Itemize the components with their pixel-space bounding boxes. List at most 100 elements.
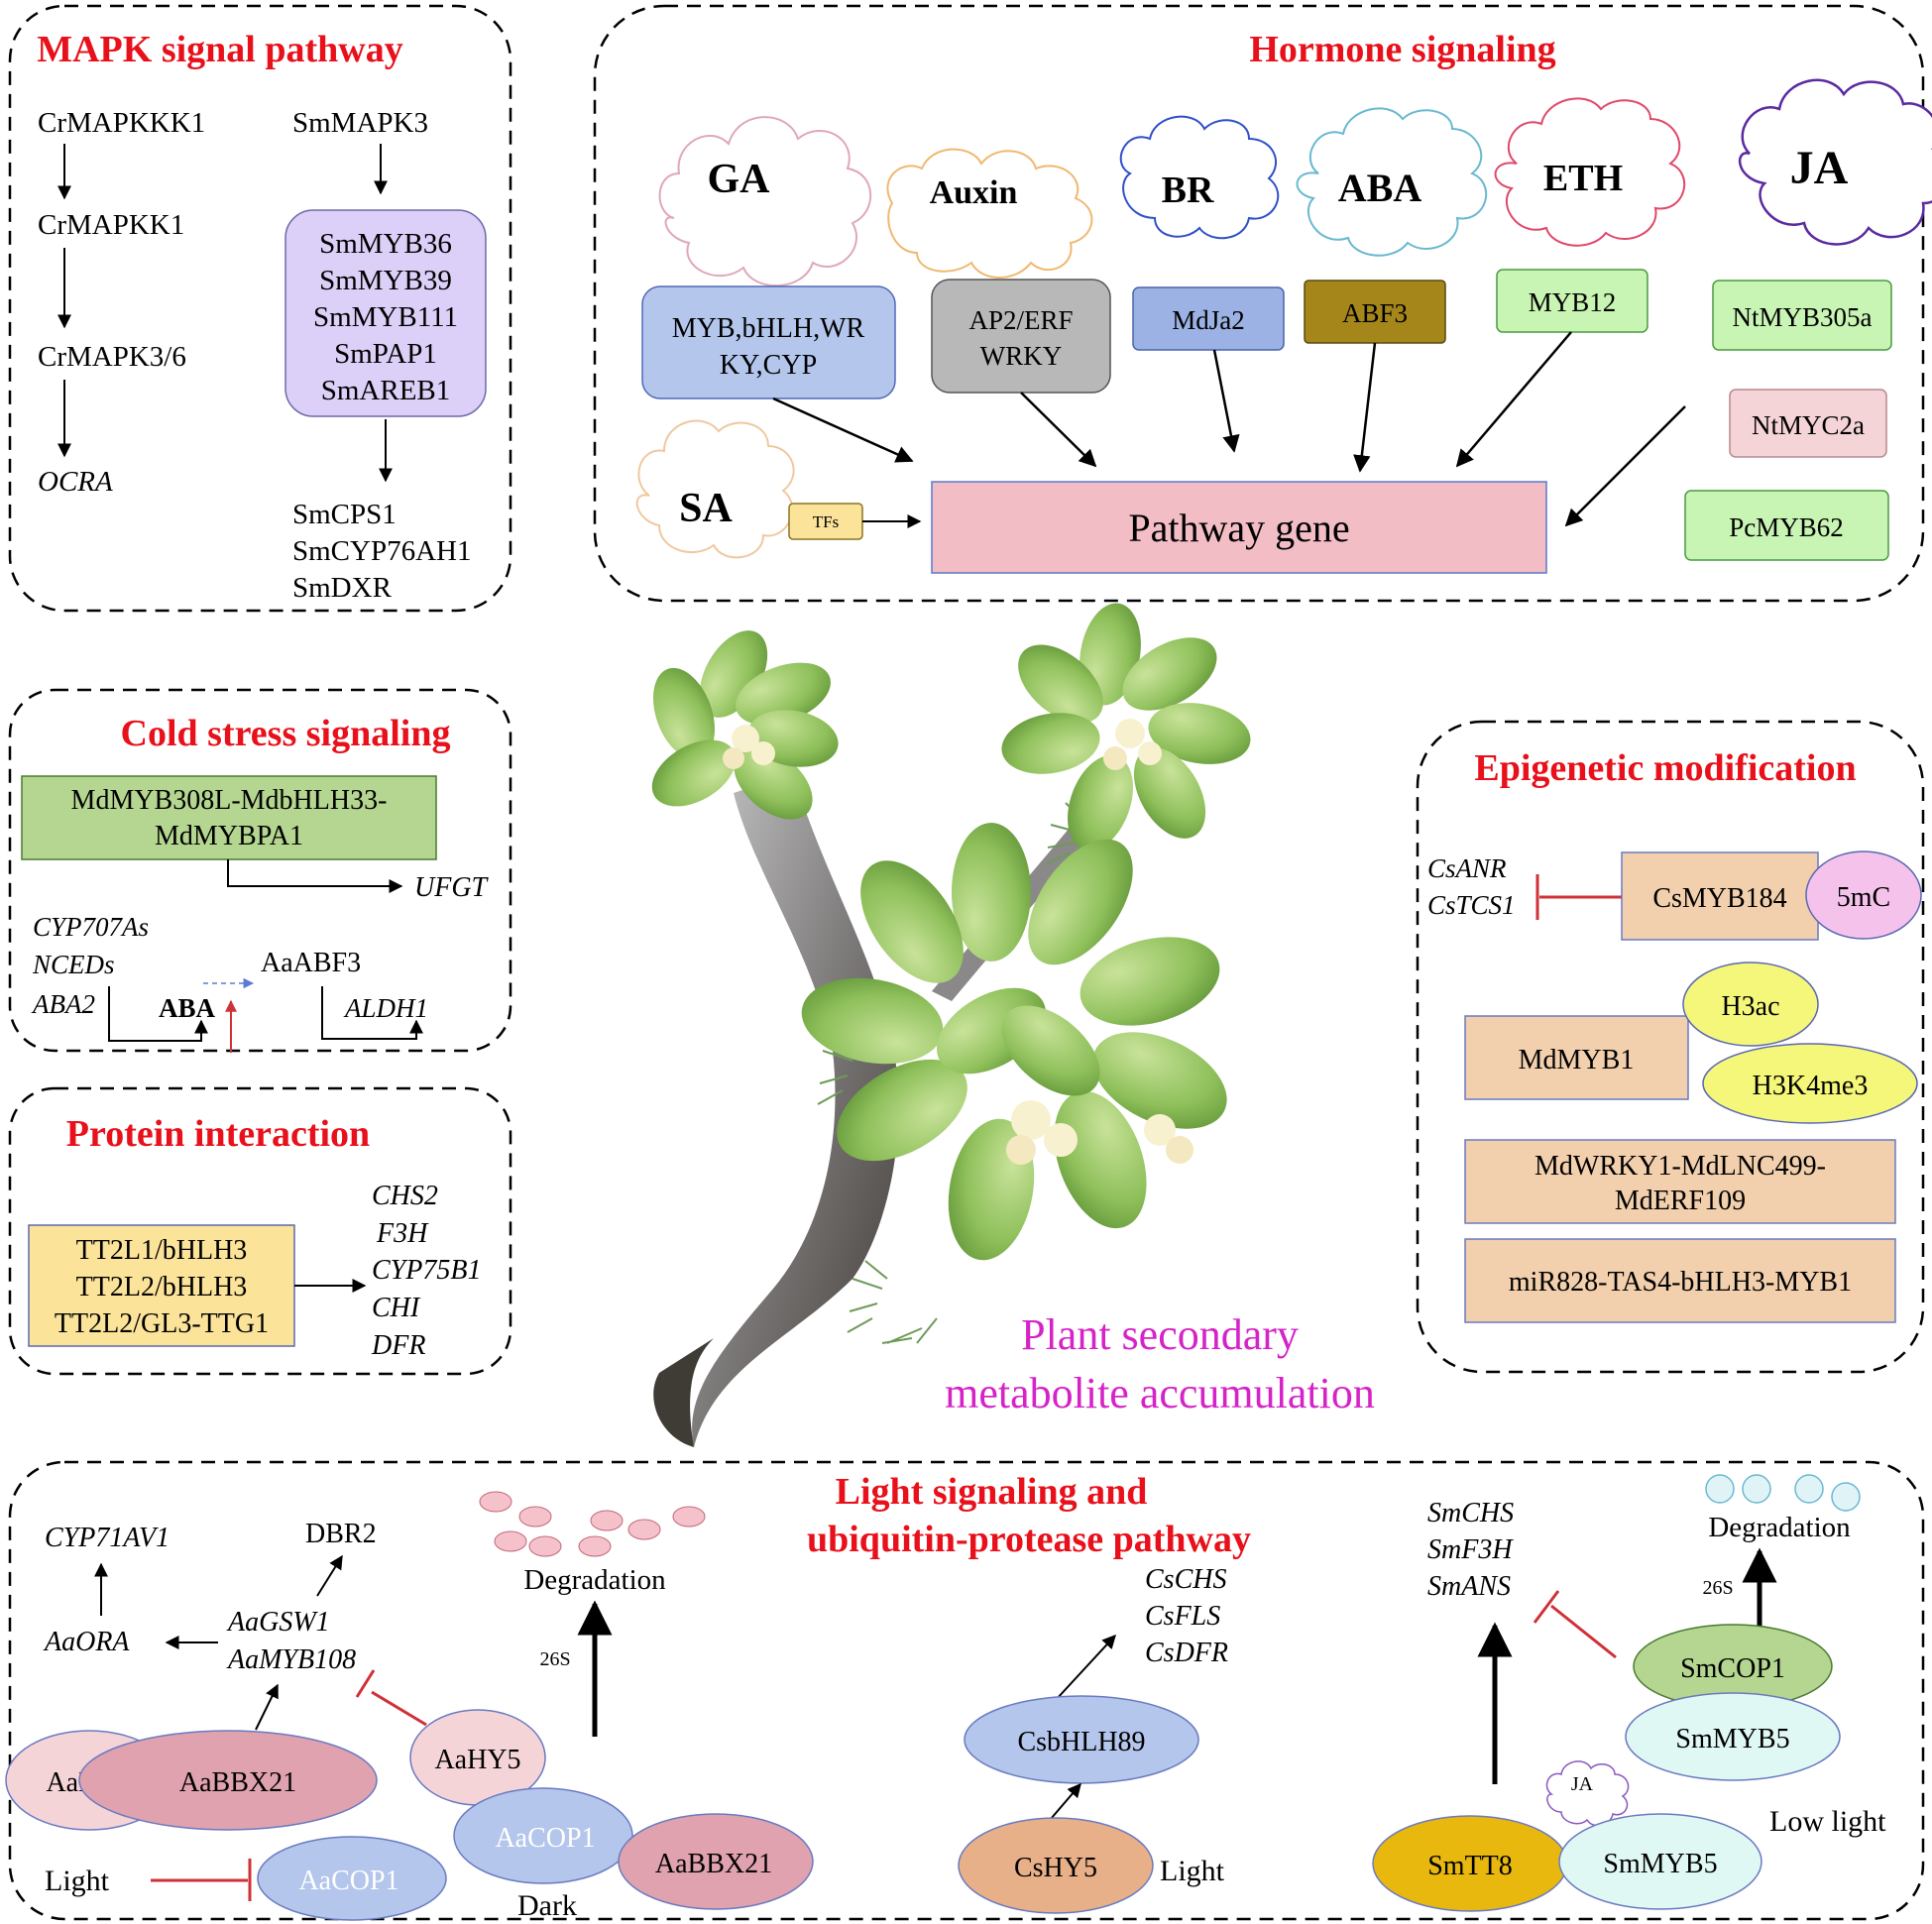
mdwrky1-line2: MdERF109 [1615, 1186, 1746, 1216]
h3k4me3-ellipse [1702, 1043, 1918, 1124]
tfs-label: TFs [813, 512, 839, 531]
aabbx21-ellipse-right [618, 1813, 814, 1910]
nceds-label: NCEDs [32, 950, 115, 979]
aacop1-label-left: AaCOP1 [298, 1866, 398, 1896]
eth-label: ETH [1543, 158, 1623, 199]
aba-hormone-label: ABA [159, 993, 216, 1023]
ufgt-label: UFGT [414, 872, 490, 903]
stem-base [653, 1338, 714, 1447]
tt2l-box [28, 1224, 295, 1347]
ja-label: JA [1790, 142, 1849, 194]
aagsw1-label: AaGSW1 [226, 1607, 330, 1638]
cs-light-label: Light [1160, 1855, 1225, 1887]
f3h-label: F3H [376, 1218, 429, 1249]
cold-border [8, 688, 512, 1053]
smcyp76ah1-label: SmCYP76AH1 [292, 535, 472, 567]
degradation-label-left: Degradation [523, 1564, 666, 1596]
smmyb5-ellipse-bottom [1558, 1813, 1762, 1910]
cyp707as-label: CYP707As [33, 912, 149, 942]
h3ac-label: H3ac [1721, 991, 1779, 1022]
smareb1-label: SmAREB1 [321, 375, 451, 406]
aba-label: ABA [1338, 166, 1422, 210]
crmapk36-label: CrMAPK3/6 [38, 341, 186, 373]
degradation-label-right: Degradation [1708, 1512, 1851, 1543]
pathway-gene-box [931, 481, 1547, 574]
chi-label: CHI [372, 1293, 421, 1323]
smmapk3-label: SmMAPK3 [292, 107, 428, 139]
csfls-label: CsFLS [1145, 1601, 1220, 1632]
light-title-line2: ubiquitin-protease pathway [807, 1519, 1251, 1560]
csanr-label: CsANR [1427, 853, 1507, 883]
mir828-box [1464, 1238, 1896, 1323]
myb12-label: MYB12 [1529, 287, 1617, 317]
degradation-dots-right [1705, 1474, 1861, 1512]
epigenetic-border [1416, 720, 1925, 1374]
cyp71av1-label: CYP71AV1 [45, 1523, 170, 1553]
pcmyb62-box [1684, 490, 1889, 561]
aahy5-inhibit-line [371, 1690, 427, 1727]
cyp75b1-label: CYP75B1 [372, 1255, 481, 1286]
csmyb184-label: CsMYB184 [1652, 883, 1786, 914]
hormone-border [593, 4, 1925, 603]
auxin-tf-box [931, 279, 1111, 394]
top-rosette [1001, 603, 1251, 851]
5mc-label: 5mC [1837, 882, 1890, 913]
mir828-label: miR828-TAS4-bHLH3-MYB1 [1509, 1267, 1852, 1298]
br-label: BR [1162, 170, 1214, 211]
md-complex-box [21, 775, 437, 860]
smcop1-inhibit-line [1550, 1604, 1617, 1659]
eth-cloud: ETH [1494, 97, 1686, 247]
aldh1-label: ALDH1 [343, 993, 428, 1023]
abf3-label: ABF3 [1342, 298, 1408, 328]
tt2l2-label: TT2L2/bHLH3 [76, 1272, 248, 1302]
aacop1-ellipse-left [257, 1836, 447, 1921]
epigenetic-title: Epigenetic modification [1474, 747, 1856, 789]
auxin-cloud: Auxin [886, 148, 1093, 279]
smmyb5-label-bottom: SmMYB5 [1603, 1849, 1717, 1879]
auxin-tf-line2: WRKY [980, 341, 1063, 371]
mapk-border [8, 4, 512, 613]
ja-cloud: JA [1738, 78, 1932, 246]
smcop1-inhibit-bar [1533, 1590, 1560, 1624]
smmyb-box [284, 209, 487, 417]
light-title-line1: Light signaling and [836, 1471, 1148, 1513]
cshy5-label: CsHY5 [1014, 1853, 1097, 1883]
26s-label-right: 26S [1702, 1577, 1733, 1599]
aacop1-label-right: AaCOP1 [495, 1823, 595, 1854]
smchs-label: SmCHS [1427, 1498, 1514, 1528]
dbr2-label: DBR2 [305, 1519, 377, 1549]
26s-label-left: 26S [539, 1648, 570, 1670]
tt2l1-label: TT2L1/bHLH3 [76, 1235, 248, 1266]
low-light-label: Low light [1769, 1805, 1886, 1838]
crmapkkk1-label: CrMAPKKK1 [38, 107, 205, 139]
hormone-title: Hormone signaling [1249, 29, 1555, 70]
center-label-line2: metabolite accumulation [945, 1369, 1375, 1417]
h3k4me3-label: H3K4me3 [1753, 1071, 1869, 1101]
aabbx21-label-left: AaBBX21 [179, 1767, 296, 1798]
aacop1-ellipse-right [453, 1787, 633, 1884]
main-rosette [801, 823, 1227, 1261]
light-border [8, 1460, 1925, 1921]
smmyb39-label: SmMYB39 [319, 265, 452, 296]
smcop1-label: SmCOP1 [1680, 1653, 1785, 1684]
mdmyb1-label: MdMYB1 [1519, 1045, 1635, 1075]
aaabf3-label: AaABF3 [261, 948, 361, 978]
smans-label: SmANS [1427, 1571, 1511, 1602]
aahy5-label-right: AaHY5 [434, 1745, 520, 1775]
main-stem [692, 773, 899, 1447]
h3ac-ellipse [1682, 962, 1819, 1047]
ga-label: GA [708, 157, 771, 202]
myb12-box [1496, 269, 1648, 333]
plant-illustration [651, 603, 1251, 1447]
smf3h-label: SmF3H [1427, 1534, 1514, 1565]
aba-cloud: ABA [1296, 107, 1488, 257]
hormone-panel: Hormone signaling GA Auxin BR ABA ETH JA [593, 4, 1932, 603]
ntmyc2a-box [1729, 389, 1887, 458]
mdja2-label: MdJa2 [1172, 305, 1245, 335]
aamyb108-label: AaMYB108 [226, 1644, 356, 1675]
smmyb36-label: SmMYB36 [319, 228, 452, 260]
csbhlh89-label: CsbHLH89 [1017, 1727, 1145, 1757]
cstcs1-label: CsTCS1 [1427, 890, 1516, 920]
smcps1-label: SmCPS1 [292, 499, 397, 530]
ja-small-label: JA [1571, 1773, 1594, 1795]
